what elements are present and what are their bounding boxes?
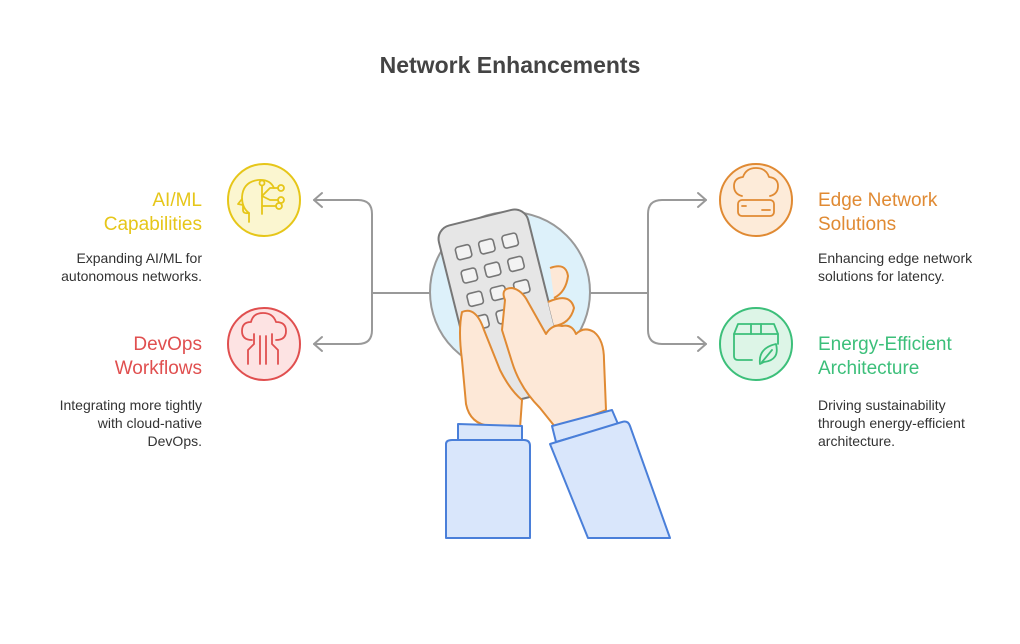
heading-energy-line-2: Architecture [818,358,920,379]
heading-edge-line-1: Edge Network [818,190,938,211]
cloud-server-icon [719,163,793,237]
arrowhead-energy [697,336,707,352]
heading-devops-line-1: DevOps [133,334,202,355]
heading-aiml: AI/ML Capabilities [104,189,202,237]
diagram-title: Network Enhancements [379,52,641,78]
heading-devops: DevOps Workflows [115,333,202,381]
heading-aiml-line-2: Capabilities [103,214,202,235]
arrowhead-aiml [313,192,323,208]
description-energy-line-1: Driving sustainability [818,397,946,413]
box-leaf-icon [719,307,793,381]
heading-energy: Energy-Efficient Architecture [818,333,952,381]
heading-energy-line-1: Energy-Efficient [818,334,952,355]
connector-edge [589,199,707,294]
description-edge-line-2: solutions for latency. [818,268,945,284]
cloud-circuit-icon [227,307,301,381]
connector-aiml [313,199,433,294]
heading-edge-line-2: Solutions [818,214,897,235]
description-energy-line-3: architecture. [818,433,896,449]
arrowhead-devops [313,336,323,352]
description-edge: Enhancing edge network solutions for lat… [818,249,972,285]
arrowhead-edge [697,192,707,208]
description-energy-line-2: through energy-efficient [818,415,965,431]
description-devops: Integrating more tightly with cloud-nati… [60,396,202,450]
connector-energy [647,292,707,345]
connectors [313,192,707,352]
description-edge-line-1: Enhancing edge network [818,250,973,266]
description-energy: Driving sustainability through energy-ef… [818,396,965,450]
heading-devops-line-2: Workflows [114,358,202,379]
connector-devops [313,292,373,345]
description-aiml-line-2: autonomous networks. [61,268,202,284]
ai-head-circuit-icon [227,163,301,237]
description-devops-line-3: DevOps. [147,433,202,449]
heading-edge: Edge Network Solutions [818,189,937,237]
description-aiml-line-1: Expanding AI/ML for [76,250,202,266]
hand-holding-keypad-icon [429,208,671,539]
heading-aiml-line-1: AI/ML [152,190,202,211]
description-devops-line-2: with cloud-native [97,415,202,431]
description-aiml: Expanding AI/ML for autonomous networks. [61,249,202,285]
description-devops-line-1: Integrating more tightly [59,397,202,413]
